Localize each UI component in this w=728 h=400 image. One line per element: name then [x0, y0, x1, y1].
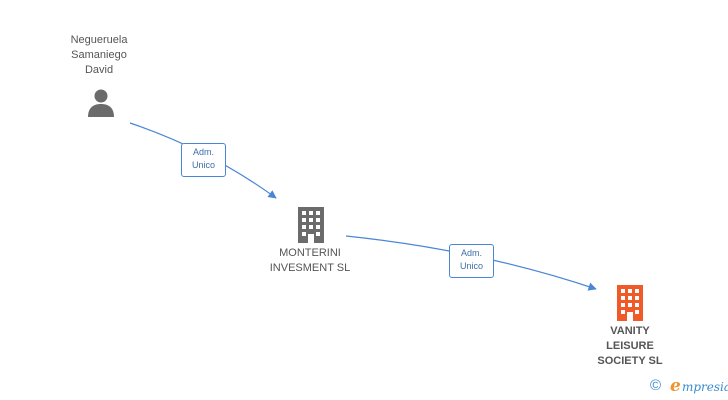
brand-logo-initial: e	[670, 376, 681, 396]
company-name-line-2: INVESMENT SL	[269, 262, 351, 274]
edge-label-line-1: Adm.	[460, 248, 482, 258]
company-name-line-3: SOCIETY SL	[597, 355, 663, 367]
building-icon[interactable]	[295, 207, 327, 243]
edge-label-adm-unico[interactable]: Adm. Unico	[181, 143, 226, 177]
edge-label-line-2: Unico	[191, 160, 215, 170]
person-node[interactable]: Negueruela Samaniego David	[43, 33, 155, 78]
person-name-line-1: Negueruela	[70, 34, 128, 46]
edge-label-adm-unico[interactable]: Adm. Unico	[449, 244, 494, 278]
company-name-line-1: MONTERINI	[279, 247, 341, 259]
company-name-line-1: VANITY	[610, 325, 650, 337]
copyright-icon: ©	[650, 377, 662, 394]
company-name-line-2: LEISURE	[606, 340, 654, 352]
company-node-vanity[interactable]: VANITY LEISURE SOCIETY SL	[580, 324, 680, 369]
person-icon[interactable]	[86, 88, 116, 118]
edge-label-line-2: Unico	[459, 261, 483, 271]
building-icon-highlighted[interactable]	[614, 285, 646, 321]
company-node-monterini[interactable]: MONTERINI INVESMENT SL	[258, 246, 362, 276]
edge-label-line-1: Adm.	[192, 147, 214, 157]
brand-logo-text: mpresia	[682, 380, 728, 394]
person-name-line-3: David	[84, 64, 114, 76]
person-name-line-2: Samaniego	[71, 49, 127, 61]
